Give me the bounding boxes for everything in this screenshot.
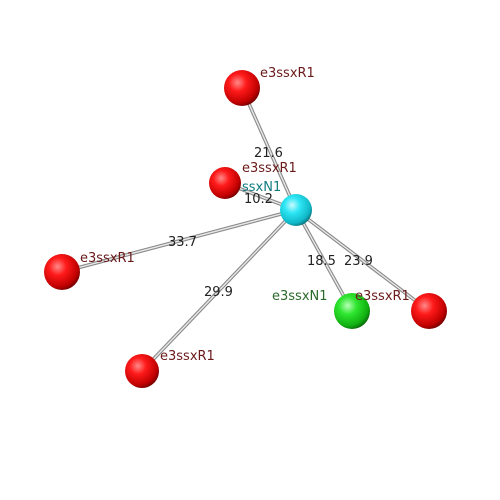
atom-label-left: e3ssxR1 bbox=[80, 251, 135, 266]
distance-label-a6: 23.9 bbox=[344, 254, 373, 269]
distance-label-a4: 29.9 bbox=[204, 285, 233, 300]
atom-label-right: e3ssxR1 bbox=[355, 289, 410, 304]
distance-label-a2: 10.2 bbox=[244, 192, 273, 207]
distance-label-a5: 18.5 bbox=[307, 254, 336, 269]
bonds bbox=[61, 87, 431, 373]
atom-r-upper-left[interactable] bbox=[209, 167, 241, 199]
bond-a6 bbox=[294, 208, 431, 313]
atom-r-top[interactable] bbox=[224, 70, 260, 106]
atom-label-bottom-left: e3ssxR1 bbox=[160, 349, 215, 364]
bond-a4 bbox=[140, 208, 298, 373]
atom-label-center: ssxN1 bbox=[242, 180, 281, 195]
atom-r-bottom-left[interactable] bbox=[125, 354, 159, 388]
atom-r-left[interactable] bbox=[44, 254, 80, 290]
bond-a3 bbox=[61, 208, 297, 274]
atom-n-green[interactable] bbox=[334, 293, 370, 329]
atom-label-top: e3ssxR1 bbox=[260, 66, 315, 81]
bond-a1 bbox=[240, 87, 298, 211]
distance-label-a3: 33.7 bbox=[168, 235, 197, 250]
atom-label-green: e3ssxN1 bbox=[272, 289, 328, 304]
atom-label-upper-left: e3ssxR1 bbox=[242, 161, 297, 176]
distance-label-a1: 21.6 bbox=[254, 146, 283, 161]
atom-n-center[interactable] bbox=[280, 194, 312, 226]
atom-r-right[interactable] bbox=[411, 293, 447, 329]
bond-a5 bbox=[294, 209, 354, 312]
